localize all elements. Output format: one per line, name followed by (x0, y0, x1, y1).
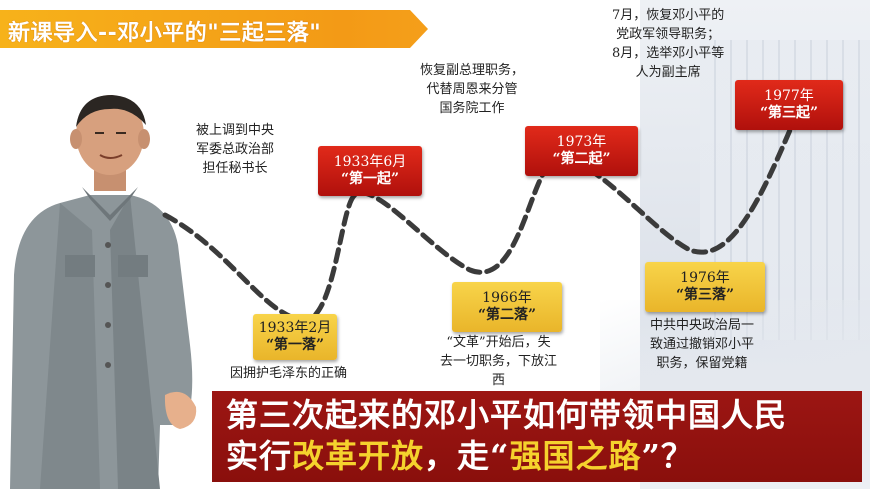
question-line-1: 第三次起来的邓小平如何带领中国人民 (226, 396, 788, 434)
person-photo (10, 95, 197, 489)
question-line-2: 实行改革开放，走“强国之路”？ (226, 436, 694, 476)
note-line: 被上调到中央 (196, 123, 275, 138)
page-title: 新课导入--邓小平的"三起三落" (8, 21, 322, 46)
event-box-third-fall: 1976年 “第三落” (645, 262, 765, 312)
event-label: “第一起” (340, 171, 400, 187)
note-line: 7月，恢复邓小平的 (612, 8, 725, 23)
question-text: ，走“ (424, 437, 510, 475)
note-second-fall: “文革”开始后，失 去一切职务，下放江 西 (440, 333, 557, 390)
question-box: 第三次起来的邓小平如何带领中国人民 实行改革开放，走“强国之路”？ (212, 391, 862, 482)
note-first-rise: 被上调到中央 军委总政治部 担任秘书长 (196, 121, 274, 178)
note-line: 党政军领导职务； (616, 27, 721, 42)
event-label: “第二落” (477, 307, 537, 323)
event-box-first-fall: 1933年2月 “第一落” (253, 314, 337, 360)
event-label: “第二起” (552, 151, 611, 167)
note-line: 致通过撤销邓小平 (650, 337, 755, 352)
note-line: 职务，保留党籍 (656, 356, 748, 371)
note-line: 人为副主席 (635, 65, 701, 80)
note-line: 军委总政治部 (196, 142, 275, 157)
background-shade (600, 300, 870, 400)
note-line: 去一切职务，下放江 (440, 354, 558, 369)
note-line: 恢复副总理职务， (420, 63, 525, 78)
note-line: 担任秘书长 (202, 161, 268, 176)
event-label: “第一落” (265, 337, 325, 353)
event-year: 1933年2月 (258, 320, 332, 336)
event-box-second-rise: 1973年 “第二起” (525, 126, 638, 176)
highlight-strong-nation: 强国之路 (509, 437, 642, 475)
note-line: 中共中央政治局一 (650, 318, 755, 333)
highlight-reform: 改革开放 (292, 437, 425, 475)
question-text: 实行 (226, 437, 293, 475)
note-line: 8月，选举邓小平等 (612, 46, 725, 61)
event-year: 1966年 (482, 290, 532, 306)
title-banner (0, 10, 428, 48)
event-year: 1933年6月 (333, 154, 407, 170)
note-line: 代替周恩来分管 (426, 82, 518, 97)
note-third-fall: 中共中央政治局一 致通过撤销邓小平 职务，保留党籍 (650, 316, 754, 373)
event-label: “第三落” (675, 287, 735, 303)
event-box-first-rise: 1933年6月 “第一起” (318, 146, 422, 196)
event-year: 1977年 (764, 88, 814, 104)
note-first-fall: 因拥护毛泽东的正确 (230, 364, 347, 383)
event-box-third-rise: 1977年 “第三起” (735, 80, 843, 130)
note-line: 因拥护毛泽东的正确 (230, 366, 348, 381)
event-year: 1973年 (556, 134, 607, 150)
note-line: 国务院工作 (439, 101, 505, 116)
note-line: “文革”开始后，失 (446, 335, 551, 350)
note-second-rise: 恢复副总理职务， 代替周恩来分管 国务院工作 (420, 61, 524, 118)
note-line: 西 (492, 373, 506, 388)
question-text: ”？ (641, 437, 694, 475)
event-year: 1976年 (680, 270, 730, 286)
event-box-second-fall: 1966年 “第二落” (452, 282, 562, 332)
event-label: “第三起” (759, 105, 819, 121)
note-third-rise: 7月，恢复邓小平的 党政军领导职务； 8月，选举邓小平等 人为副主席 (612, 6, 724, 82)
